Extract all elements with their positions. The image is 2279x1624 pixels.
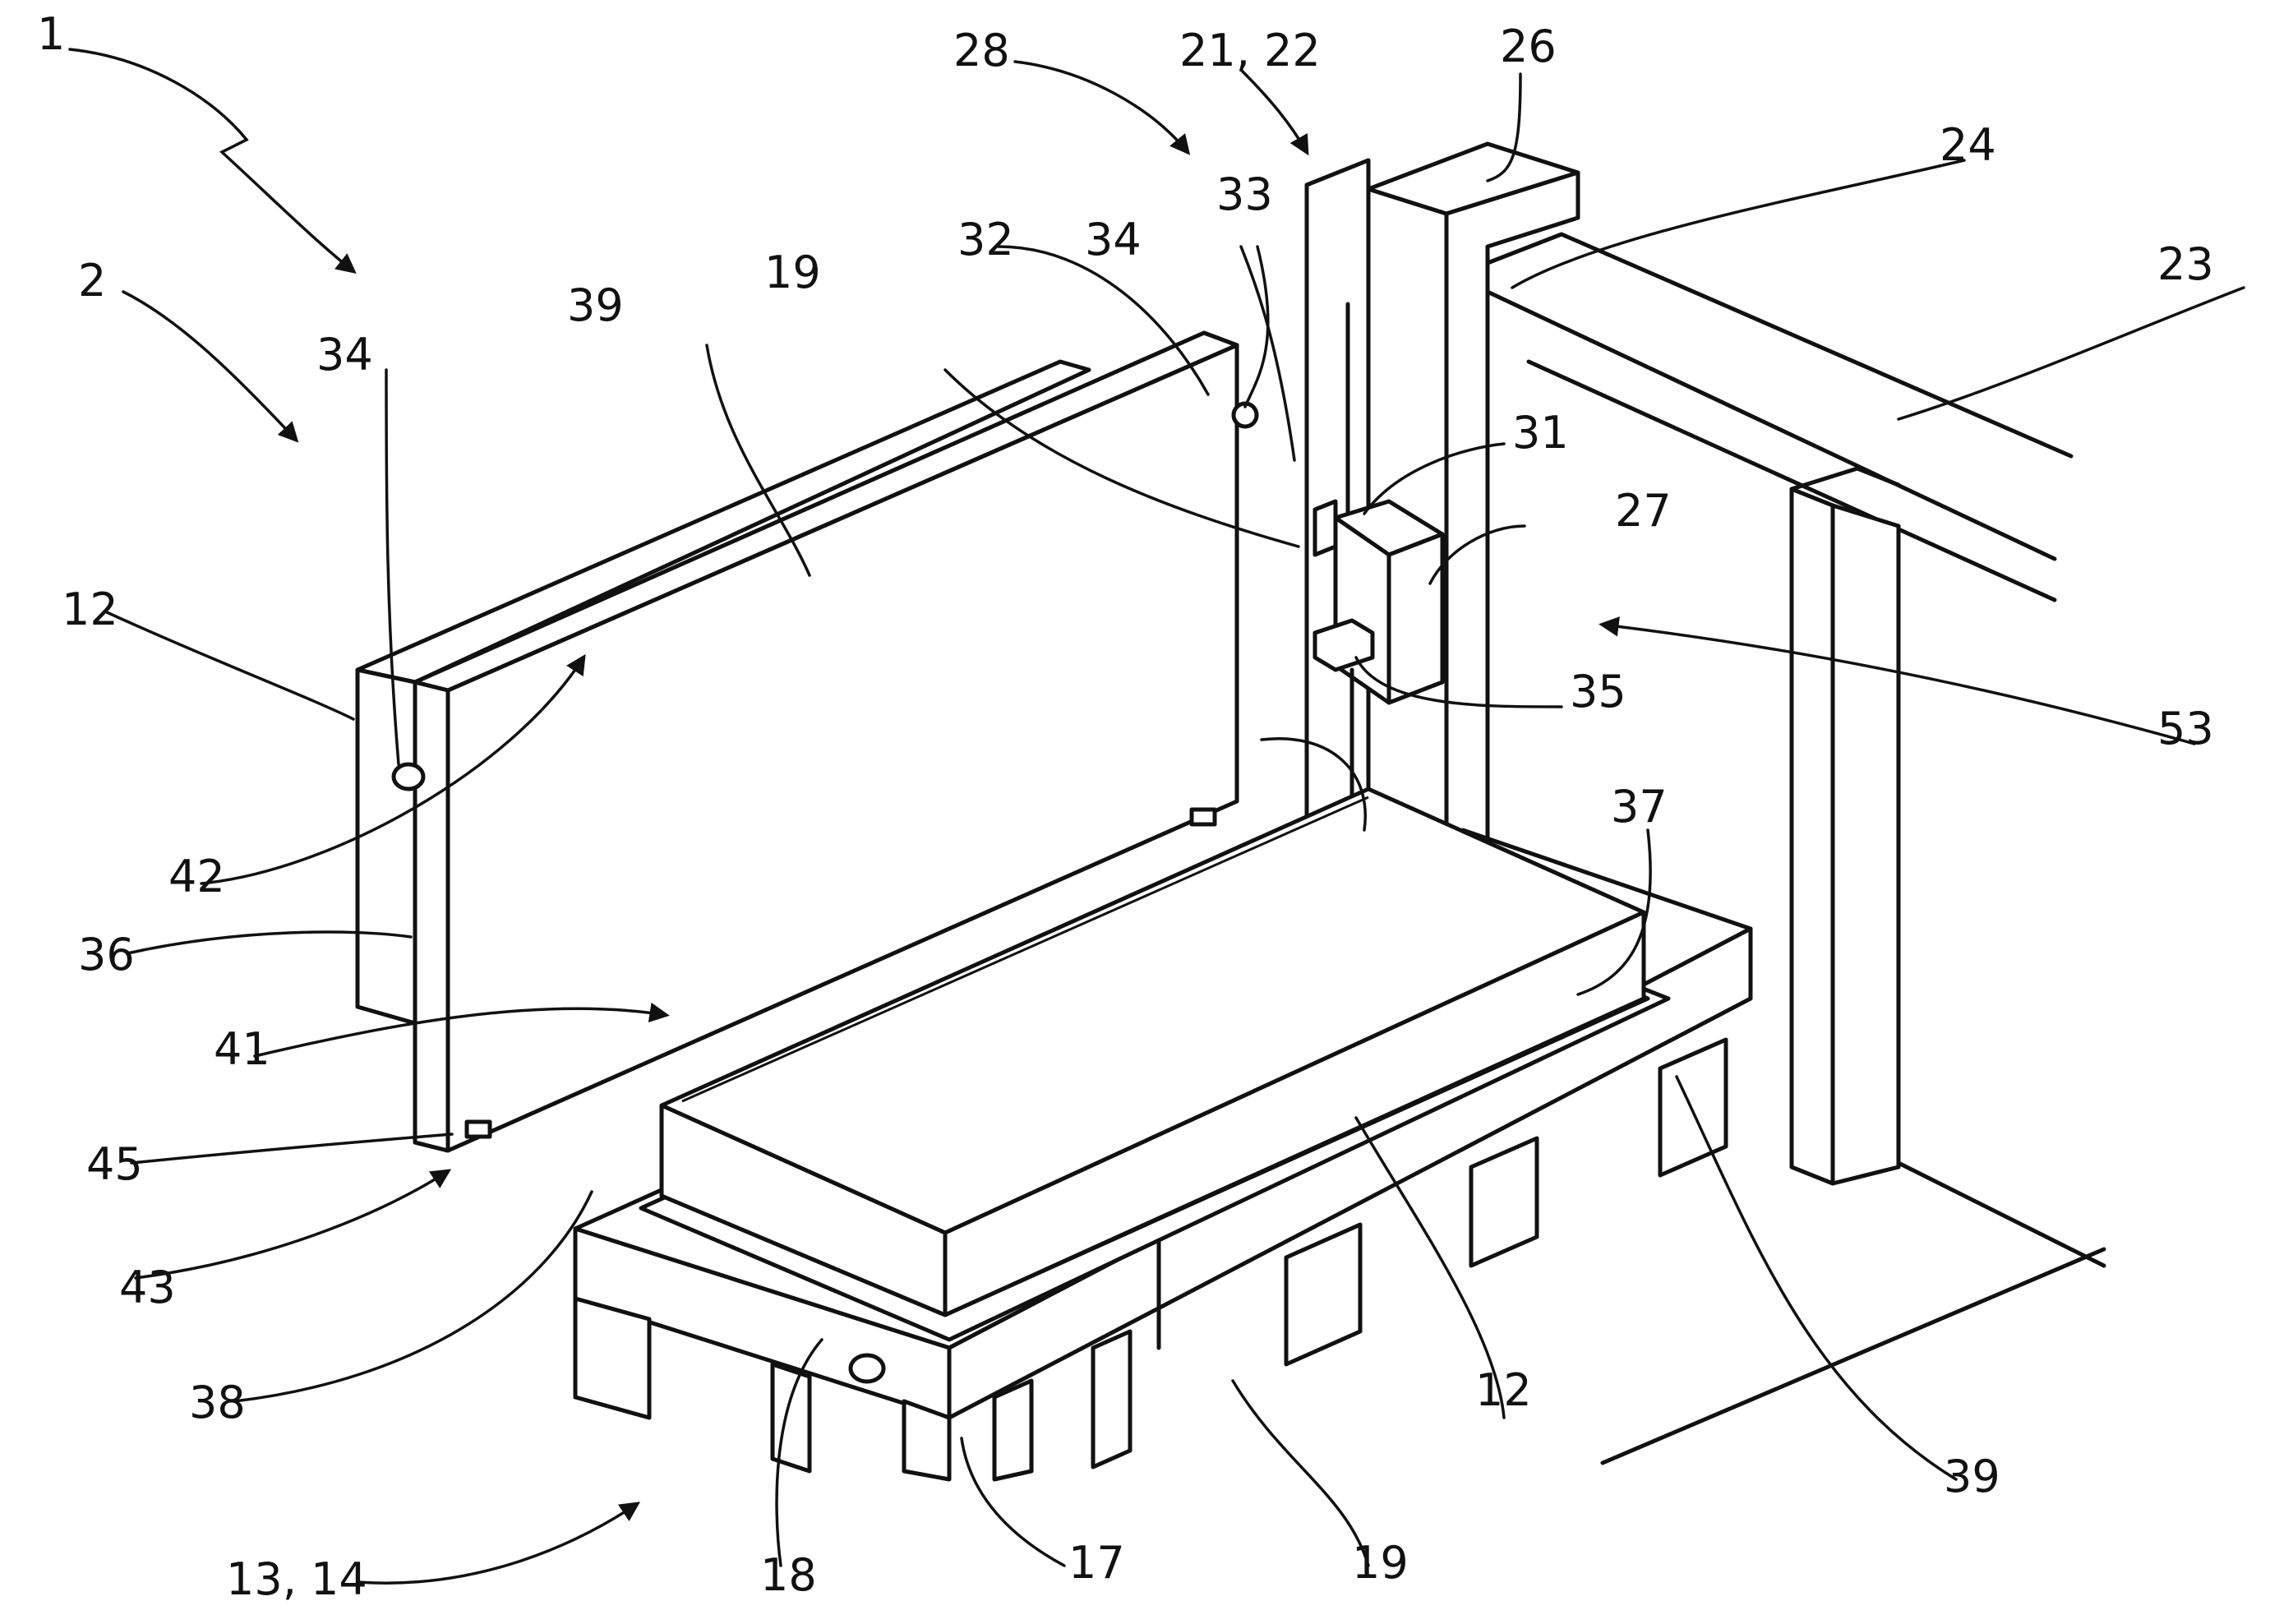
label-32: 32 [957,214,1014,265]
label-45: 45 [86,1138,143,1190]
label-17: 17 [1068,1537,1125,1589]
label-43: 43 [119,1262,176,1313]
label-38: 38 [189,1377,246,1428]
label-33: 33 [1216,168,1273,220]
label-2: 2 [78,255,106,307]
label-31: 31 [1512,407,1569,459]
label-34-left: 34 [316,329,373,381]
label-36: 36 [78,929,135,980]
label-28: 28 [953,25,1010,76]
label-24: 24 [1940,119,1996,171]
label-18: 18 [760,1549,817,1601]
label-26: 26 [1500,21,1557,72]
label-23: 23 [2157,238,2214,290]
label-37: 37 [1611,781,1668,833]
label-53: 53 [2157,703,2214,754]
label-13-14: 13, 14 [226,1553,367,1605]
label-27: 27 [1615,485,1672,537]
label-42: 42 [168,851,225,902]
gantry-frame [1488,234,2104,1463]
label-1: 1 [37,8,65,60]
label-21-22: 21, 22 [1179,25,1321,76]
label-34-right: 34 [1085,214,1142,265]
label-41: 41 [214,1023,270,1075]
label-39-table: 39 [1944,1451,2000,1502]
label-39-panel: 39 [567,279,624,331]
label-19-panel: 19 [764,247,821,298]
label-12-panel: 12 [62,584,118,635]
label-35: 35 [1570,666,1626,717]
label-19-table: 19 [1352,1537,1409,1589]
label-12-table: 12 [1475,1364,1532,1416]
